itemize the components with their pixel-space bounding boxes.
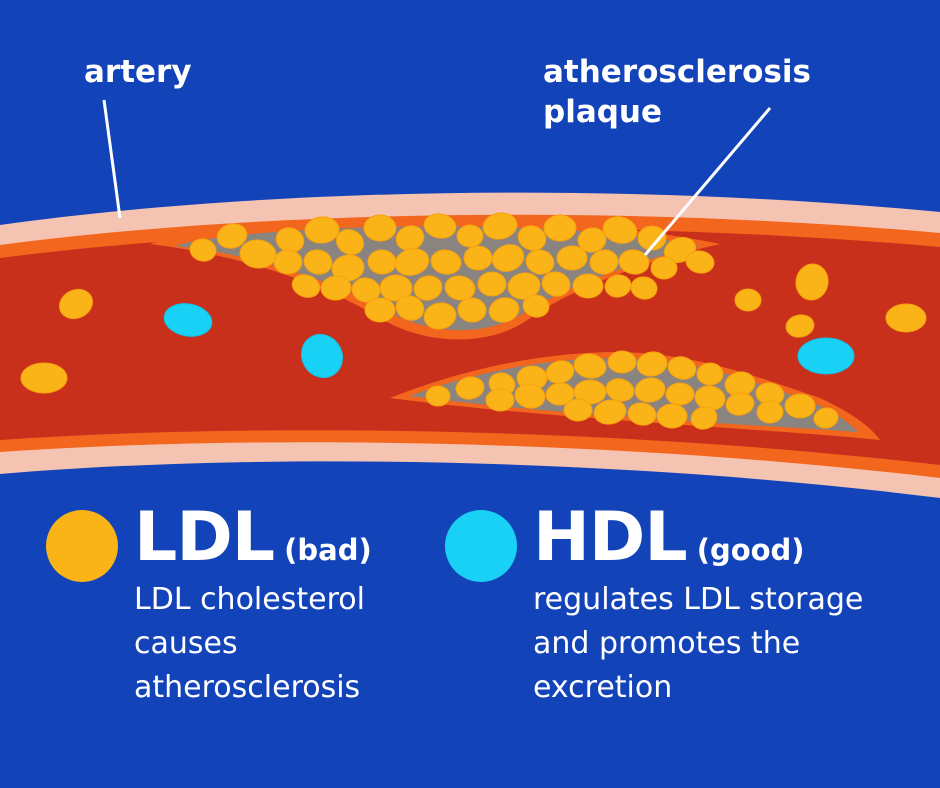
ldl-particles bbox=[20, 212, 927, 430]
ldl-title: LDL (bad) bbox=[134, 498, 372, 577]
hdl-particles bbox=[163, 303, 855, 379]
ldl-particle bbox=[602, 216, 638, 244]
hdl-description: regulates LDL storage and promotes the e… bbox=[533, 578, 863, 710]
ldl-particle bbox=[413, 275, 443, 301]
ldl-particle bbox=[189, 238, 217, 262]
ldl-particle bbox=[618, 249, 650, 275]
plaque-label-line1: atherosclerosis bbox=[543, 54, 812, 90]
yellow-circle-icon bbox=[46, 510, 118, 582]
hdl-particle bbox=[797, 337, 855, 375]
ldl-particle bbox=[637, 225, 667, 251]
ldl-particle bbox=[463, 245, 493, 271]
ldl-qualifier: (bad) bbox=[284, 533, 372, 567]
ldl-particle bbox=[690, 406, 718, 430]
plaque-label-line2: plaque bbox=[543, 94, 663, 130]
ldl-particle bbox=[607, 350, 637, 374]
ldl-particle bbox=[488, 297, 520, 323]
ldl-particle bbox=[455, 376, 485, 400]
ldl-particle bbox=[522, 294, 550, 318]
ldl-particle bbox=[589, 249, 619, 275]
ldl-particle bbox=[634, 377, 666, 403]
ldl-particle bbox=[491, 244, 525, 272]
ldl-particle bbox=[541, 271, 571, 297]
ldl-description: LDL cholesterol causes atherosclerosis bbox=[134, 578, 365, 710]
ldl-particle bbox=[216, 223, 248, 249]
ldl-particle bbox=[456, 224, 484, 248]
ldl-particle bbox=[303, 249, 333, 275]
ldl-particle bbox=[725, 392, 755, 416]
ldl-particle bbox=[485, 388, 515, 412]
hdl-desc-line: excretion bbox=[533, 670, 673, 705]
ldl-particle bbox=[563, 398, 593, 422]
plaque-pointer-line bbox=[643, 107, 772, 256]
ldl-particle bbox=[572, 273, 604, 299]
cyan-circle-icon bbox=[445, 510, 517, 582]
ldl-particle bbox=[525, 249, 555, 275]
hdl-desc-line: regulates LDL storage bbox=[533, 582, 864, 617]
ldl-particle bbox=[627, 402, 657, 426]
ldl-particle bbox=[593, 399, 627, 425]
ldl-desc-line: causes bbox=[134, 626, 238, 661]
ldl-particle bbox=[394, 248, 430, 276]
ldl-particle bbox=[58, 288, 94, 320]
ldl-title-text: LDL bbox=[134, 498, 275, 577]
ldl-particle bbox=[577, 227, 607, 253]
hdl-qualifier: (good) bbox=[696, 533, 805, 567]
ldl-particle bbox=[335, 228, 365, 256]
ldl-particle bbox=[813, 407, 839, 429]
ldl-particle bbox=[543, 214, 577, 242]
ldl-particle bbox=[785, 314, 815, 338]
ldl-particle bbox=[273, 249, 303, 275]
ldl-particle bbox=[320, 275, 352, 301]
ldl-particle bbox=[885, 303, 927, 333]
hdl-desc-line: and promotes the bbox=[533, 626, 801, 661]
ldl-desc-line: LDL cholesterol bbox=[134, 582, 365, 617]
ldl-particle bbox=[363, 214, 397, 242]
ldl-particle bbox=[514, 383, 546, 409]
ldl-particle bbox=[291, 274, 321, 298]
ldl-particle bbox=[573, 353, 607, 379]
ldl-particle bbox=[477, 271, 507, 297]
ldl-particle bbox=[331, 254, 365, 282]
ldl-particle bbox=[667, 356, 697, 380]
ldl-particle bbox=[425, 385, 451, 407]
ldl-particle bbox=[630, 276, 658, 300]
ldl-particle bbox=[604, 274, 632, 298]
ldl-particle bbox=[364, 297, 396, 323]
ldl-particle bbox=[304, 216, 340, 244]
hdl-title-text: HDL bbox=[533, 498, 688, 577]
plaque-label: atherosclerosis plaque bbox=[543, 52, 811, 132]
ldl-particle bbox=[784, 393, 816, 419]
ldl-particle bbox=[379, 274, 413, 302]
ldl-desc-line: atherosclerosis bbox=[134, 670, 361, 705]
ldl-particle bbox=[423, 213, 457, 239]
ldl-particle bbox=[351, 277, 381, 303]
ldl-particle bbox=[395, 295, 425, 321]
ldl-particle bbox=[423, 302, 457, 330]
ldl-particle bbox=[482, 212, 518, 240]
hdl-particle bbox=[300, 333, 344, 379]
hdl-title: HDL(good) bbox=[533, 498, 805, 577]
ldl-particle bbox=[444, 275, 476, 301]
ldl-particle bbox=[734, 288, 762, 312]
ldl-particle bbox=[756, 400, 784, 424]
artery-pointer-line bbox=[102, 99, 122, 219]
ldl-particle bbox=[696, 362, 724, 386]
artery-label: artery bbox=[84, 54, 192, 90]
ldl-particle bbox=[685, 250, 715, 274]
ldl-particle bbox=[636, 351, 668, 377]
ldl-particle bbox=[556, 245, 588, 271]
ldl-particle bbox=[430, 249, 462, 275]
ldl-particle bbox=[656, 403, 688, 429]
ldl-particle bbox=[650, 256, 678, 280]
ldl-particle bbox=[20, 362, 68, 394]
ldl-particle bbox=[665, 382, 695, 406]
ldl-particle bbox=[517, 225, 547, 251]
ldl-particle bbox=[795, 263, 829, 301]
hdl-particle bbox=[163, 303, 213, 337]
ldl-particle bbox=[457, 297, 487, 323]
